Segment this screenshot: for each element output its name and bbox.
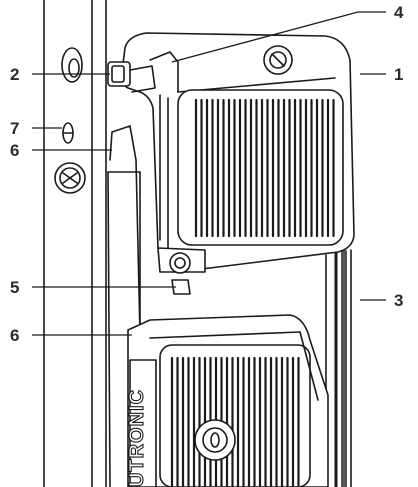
lower-housing-ribs — [170, 356, 300, 487]
door-frame — [43, 0, 107, 487]
callout-2: 2 — [10, 65, 20, 84]
callout-1: 1 — [394, 65, 404, 84]
brand-strip — [129, 359, 157, 487]
frame-mounting-hole — [61, 47, 83, 83]
upper-housing-ribs — [194, 98, 335, 238]
leader-lines — [32, 11, 386, 336]
callout-4: 4 — [394, 3, 404, 22]
mounting-rail — [325, 249, 352, 487]
top-housing-screw-icon — [263, 45, 293, 75]
frame-screw-icon — [54, 162, 86, 194]
callout-5: 5 — [10, 278, 20, 297]
callout-7: 7 — [10, 119, 20, 138]
brand-lettering: UTRONIC — [126, 389, 148, 487]
callout-6-upper: 6 — [10, 141, 20, 160]
lower-round-button-icon — [194, 419, 236, 461]
upper-housing — [120, 32, 355, 270]
bottom-housing-screw-icon — [157, 247, 206, 295]
leader-4 — [171, 11, 386, 63]
slot-marker-7 — [62, 122, 74, 144]
callout-6-lower: 6 — [10, 326, 20, 345]
callout-3: 3 — [394, 291, 404, 310]
